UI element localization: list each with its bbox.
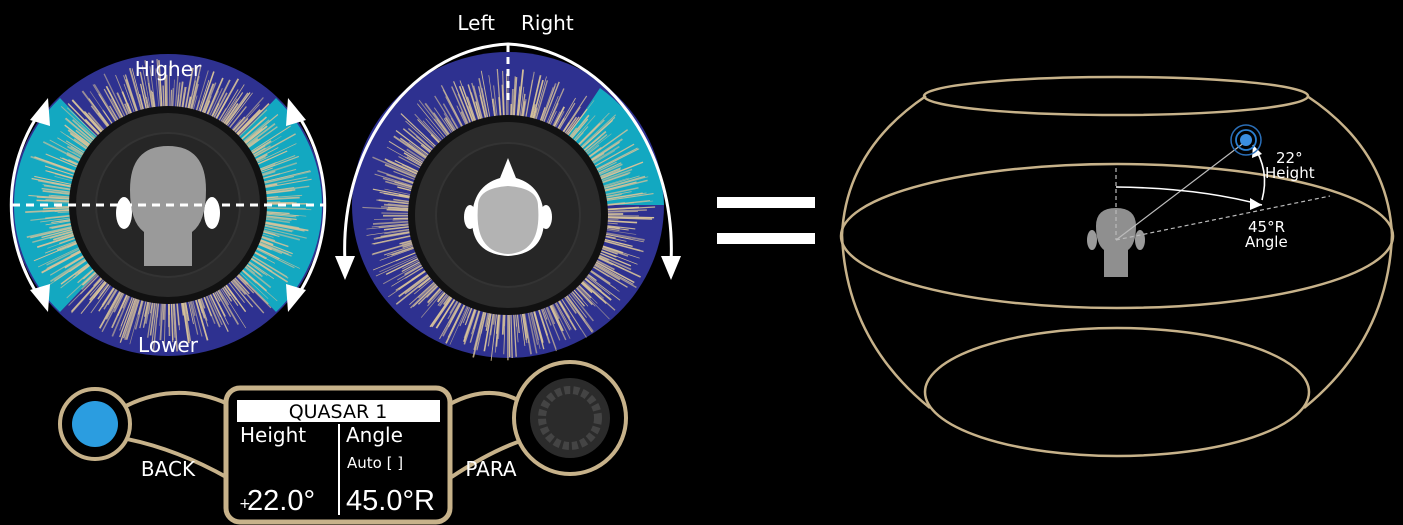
arrow-right-down-icon (661, 256, 681, 280)
angle-knob[interactable]: Left Right (335, 11, 681, 361)
para-label: PARA (465, 457, 517, 481)
higher-label: Higher (135, 57, 202, 81)
controller-panel: BACK PARA QUASAR 1 Height Angle Auto [ ]… (60, 362, 626, 522)
sphere-bottom-ring (925, 328, 1309, 456)
equals-icon (717, 197, 815, 244)
lcd-angle-value: 45.0°R (346, 485, 435, 517)
lcd-title: QUASAR 1 (289, 401, 388, 423)
back-label: BACK (141, 457, 196, 481)
sphere-top-rim (924, 77, 1308, 115)
angle-arrow-head-icon (1250, 198, 1262, 210)
lcd-height-header: Height (240, 423, 306, 447)
left-label: Left (457, 11, 495, 35)
lcd-auto-label: Auto [ ] (347, 454, 403, 472)
sphere-diagram: 22° Height 45°R Angle (841, 77, 1393, 456)
height-knob[interactable]: Higher Lower (11, 54, 324, 357)
sphere-left-outline (842, 96, 930, 408)
sphere-height-label: Height (1265, 164, 1315, 182)
right-label: Right (521, 11, 574, 35)
sphere-right-outline (1304, 96, 1392, 408)
sound-source-icon (1231, 125, 1261, 155)
arrow-left-down-icon (335, 256, 355, 280)
angle-arc-arrow (1116, 187, 1262, 205)
lcd-angle-header: Angle (346, 423, 403, 447)
lower-label: Lower (138, 333, 199, 357)
angle-guide (1116, 196, 1330, 240)
lcd-height-value: 22.0° (247, 485, 315, 517)
back-button[interactable] (72, 401, 118, 447)
sphere-angle-label: Angle (1245, 233, 1288, 251)
